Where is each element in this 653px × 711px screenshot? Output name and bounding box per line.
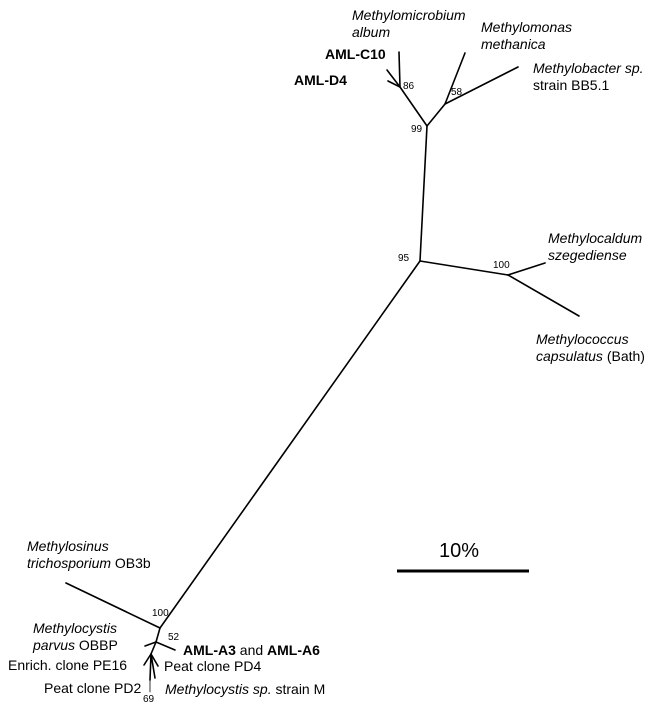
label-methylococcus-species: capsulatus (536, 348, 603, 364)
label-and: and (239, 642, 264, 658)
label-peat-clone-pd2: Peat clone PD2 (44, 680, 142, 696)
bootstrap-52: 52 (168, 632, 180, 643)
label-methylocystis-m-strain: strain M (275, 681, 326, 697)
label-methylomonas-methanica: Methylomonas methanica (481, 19, 572, 53)
label-methylocystis-parvus-species: parvus (33, 637, 76, 653)
label-methylocystis-parvus-strain: OBBP (78, 637, 118, 653)
label-methylocaldum-genus: Methylocaldum (548, 230, 643, 246)
branch-methylomicrobium (398, 51, 401, 88)
label-methylocystis-m-name: Methylocystis sp. (165, 681, 272, 697)
bootstrap-95: 95 (398, 253, 410, 264)
label-methylomonas-genus: Methylomonas (481, 19, 573, 35)
bootstrap-100-bottom: 100 (152, 608, 169, 619)
branch-peat-pd2 (149, 653, 152, 681)
label-methylomicrobium-species: album (352, 24, 391, 40)
label-methylocaldum-szegediense: Methylocaldum szegediense (548, 230, 642, 264)
branch-to-node-52 (155, 627, 161, 643)
branch-to-node-58 (426, 103, 446, 127)
branch-backbone-lower (159, 260, 421, 629)
label-methylosinus-trichosporium: Methylosinus trichosporium OB3b (27, 538, 151, 572)
label-methylocystis-parvus: Methylocystis parvus OBBP (33, 620, 118, 654)
label-methylococcus-strain: (Bath) (606, 348, 645, 364)
branch-methylocystis-m (150, 653, 156, 679)
branch-peat-pd4 (150, 653, 159, 667)
branch-aml-c10 (386, 69, 401, 88)
label-methylosinus-species: trichosporium (27, 555, 112, 571)
bootstrap-99: 99 (411, 124, 423, 135)
bootstrap-58: 58 (451, 87, 463, 98)
bootstrap-69: 69 (143, 694, 155, 705)
bootstrap-100-top: 100 (493, 260, 510, 271)
branch-to-node-100-top (419, 260, 509, 276)
label-aml-a3-and-a6: AML-A3 and AML-A6 (183, 642, 320, 659)
branch-to-node-86 (399, 86, 428, 127)
label-methylobacter-strain: strain BB5.1 (533, 77, 610, 93)
branch-aml-a3-a6 (155, 641, 176, 651)
branch-methylomonas (444, 52, 466, 105)
label-methylosinus-line2: trichosporium OB3b (27, 555, 151, 572)
label-methylocystis-parvus-line2: parvus OBBP (33, 637, 118, 654)
branch-aml-d4 (387, 80, 401, 88)
label-methylocystis-parvus-genus: Methylocystis (33, 620, 118, 636)
label-methylomicrobium-genus: Methylomicrobium (352, 7, 466, 23)
label-methylobacter: Methylobacter sp. strain BB5.1 (533, 60, 644, 94)
label-methylocaldum-species: szegediense (548, 247, 627, 263)
label-methylococcus-line2: capsulatus (Bath) (536, 348, 645, 365)
bootstrap-86: 86 (403, 81, 415, 92)
branch-enrich-pe16 (143, 653, 152, 666)
branch-methylocaldum (507, 262, 546, 276)
branch-methylocystis-parvus (144, 641, 157, 647)
label-methylococcus-genus: Methylococcus (536, 331, 629, 347)
label-methylomonas-species: methanica (481, 36, 546, 52)
label-enrich-clone-pe16: Enrich. clone PE16 (8, 657, 128, 673)
scale-bar-label: 10% (439, 540, 480, 562)
branch-methylobacter (444, 66, 519, 105)
label-methylomicrobium-album: Methylomicrobium album (352, 7, 466, 41)
branch-methylosinus (65, 582, 161, 629)
label-aml-a3: AML-A3 (183, 642, 236, 658)
branch-backbone-upper (419, 125, 428, 262)
label-methylosinus-strain: OB3b (114, 555, 151, 571)
label-methylobacter-name: Methylobacter sp. (533, 60, 644, 76)
label-aml-c10: AML-C10 (325, 46, 386, 62)
branch-to-node-69 (150, 641, 157, 655)
label-methylococcus-capsulatus: Methylococcus capsulatus (Bath) (536, 331, 645, 365)
label-methylocystis-strain-m: Methylocystis sp. strain M (165, 681, 325, 698)
label-peat-clone-pd4: Peat clone PD4 (164, 658, 262, 674)
label-aml-d4: AML-D4 (294, 72, 347, 88)
label-aml-a6: AML-A6 (267, 642, 320, 658)
label-methylosinus-genus: Methylosinus (27, 538, 109, 554)
branch-methylococcus (507, 274, 580, 317)
